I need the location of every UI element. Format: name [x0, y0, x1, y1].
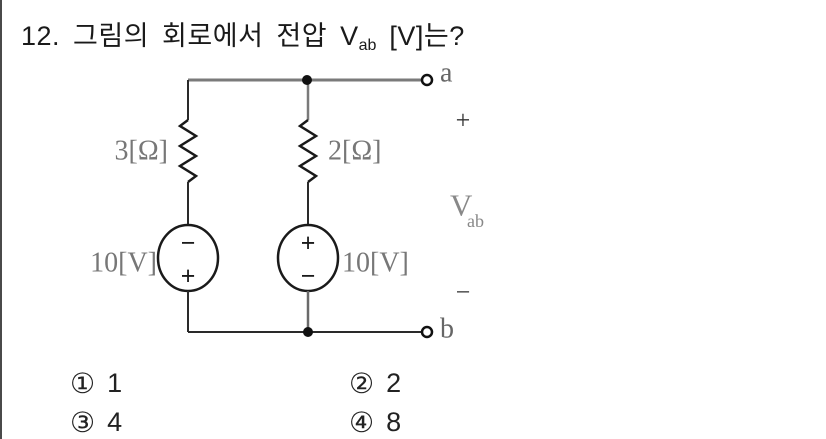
- right-resistor-label: 2[Ω]: [328, 136, 381, 167]
- left-resistor-zigzag: [177, 119, 199, 183]
- choice-3-value: 4: [107, 407, 123, 437]
- right-source-bottom-sign: −: [301, 262, 316, 291]
- vab-subscript-label: ab: [467, 211, 484, 231]
- answer-choice-3[interactable]: ③ 4: [70, 406, 122, 439]
- choice-1-marker: ①: [70, 368, 96, 399]
- terminal-a-label: a: [440, 58, 453, 89]
- answer-choice-1[interactable]: ① 1: [70, 367, 122, 400]
- right-source-top-sign: +: [301, 229, 316, 258]
- choice-2-marker: ②: [349, 368, 375, 399]
- question-v-subscript: ab: [358, 37, 377, 54]
- vab-plus-sign: +: [456, 106, 471, 135]
- choice-4-marker: ④: [349, 407, 375, 438]
- terminal-a-circle: [420, 73, 434, 87]
- left-source-top-sign: −: [181, 229, 196, 258]
- question-text-suffix: [V]는?: [376, 21, 465, 51]
- answer-choice-4[interactable]: ④ 8: [349, 406, 401, 439]
- page-left-border: [0, 0, 2, 439]
- right-resistor-zigzag: [297, 119, 319, 183]
- right-source-label: 10[V]: [342, 248, 409, 279]
- question-text-prefix: 12. 그림의 회로에서 전압 V: [21, 21, 359, 51]
- left-source-label: 10[V]: [90, 248, 157, 279]
- vab-main-label: V: [450, 188, 473, 223]
- answer-choice-2[interactable]: ② 2: [349, 367, 401, 400]
- choice-1-value: 1: [107, 368, 123, 398]
- terminal-b-label: b: [440, 314, 454, 345]
- terminal-b-circle: [420, 325, 434, 339]
- top-node-dot: [302, 75, 312, 85]
- choice-2-value: 2: [386, 368, 402, 398]
- bottom-node-dot: [303, 327, 313, 337]
- left-resistor-label: 3[Ω]: [115, 136, 168, 167]
- choice-4-value: 8: [386, 407, 402, 437]
- left-source-bottom-sign: +: [181, 262, 196, 291]
- vab-minus-sign: −: [456, 278, 471, 307]
- question-title: 12. 그림의 회로에서 전압 Vab [V]는?: [21, 14, 465, 54]
- choice-3-marker: ③: [70, 407, 96, 438]
